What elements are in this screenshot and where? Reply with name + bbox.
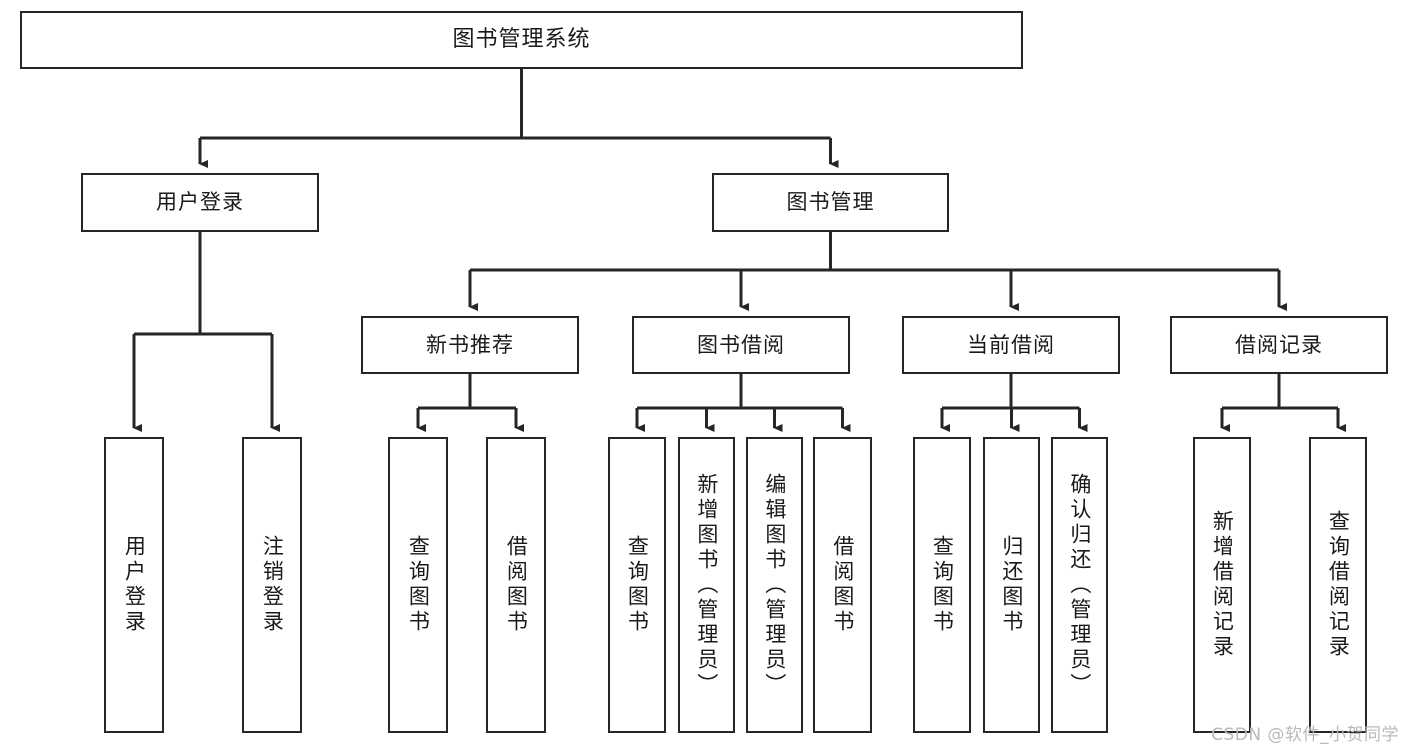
node-borrow-record[interactable]: 借阅记录 <box>1170 316 1388 374</box>
node-leaf-return-book[interactable]: 归还图书 <box>983 437 1040 733</box>
node-leaf-confirm-return-admin[interactable]: 确认归还（管理员） <box>1051 437 1108 733</box>
node-label: 当前借阅 <box>967 332 1055 357</box>
node-label: 新增借阅记录 <box>1210 510 1235 660</box>
node-book-manage[interactable]: 图书管理 <box>712 173 949 232</box>
node-label: 查询图书 <box>625 535 650 635</box>
node-new-book-recommend[interactable]: 新书推荐 <box>361 316 579 374</box>
node-leaf-logout[interactable]: 注销登录 <box>242 437 302 733</box>
node-label: 确认归还（管理员） <box>1067 472 1092 698</box>
node-label: 用户登录 <box>122 535 147 635</box>
node-label: 归还图书 <box>999 535 1024 635</box>
node-label: 借阅图书 <box>830 535 855 635</box>
node-label: 查询图书 <box>930 535 955 635</box>
node-label: 图书管理系统 <box>452 27 591 53</box>
node-label: 新增图书（管理员） <box>694 472 719 698</box>
node-user-login[interactable]: 用户登录 <box>81 173 319 232</box>
node-leaf-add-book-admin[interactable]: 新增图书（管理员） <box>678 437 735 733</box>
node-leaf-query-book-1[interactable]: 查询图书 <box>388 437 448 733</box>
node-leaf-add-borrow-record[interactable]: 新增借阅记录 <box>1193 437 1251 733</box>
node-label: 用户登录 <box>156 190 244 215</box>
node-root[interactable]: 图书管理系统 <box>20 11 1023 69</box>
node-leaf-borrow-book-1[interactable]: 借阅图书 <box>486 437 546 733</box>
node-label: 借阅图书 <box>504 535 529 635</box>
connector-group <box>132 69 1346 432</box>
node-label: 图书借阅 <box>697 332 785 357</box>
node-leaf-user-login[interactable]: 用户登录 <box>104 437 164 733</box>
watermark-text: CSDN @软件_小贺同学 <box>1211 725 1399 745</box>
node-label: 查询图书 <box>406 535 431 635</box>
node-leaf-query-book-3[interactable]: 查询图书 <box>913 437 971 733</box>
node-label: 编辑图书（管理员） <box>762 472 787 698</box>
node-label: 新书推荐 <box>426 332 514 357</box>
node-label: 图书管理 <box>786 190 875 215</box>
node-leaf-query-book-2[interactable]: 查询图书 <box>608 437 666 733</box>
node-label: 查询借阅记录 <box>1326 510 1351 660</box>
node-label: 借阅记录 <box>1235 332 1323 357</box>
node-label: 注销登录 <box>260 535 285 635</box>
node-current-borrow[interactable]: 当前借阅 <box>902 316 1120 374</box>
node-leaf-borrow-book-2[interactable]: 借阅图书 <box>813 437 872 733</box>
node-leaf-query-borrow-record[interactable]: 查询借阅记录 <box>1309 437 1367 733</box>
node-book-borrow[interactable]: 图书借阅 <box>632 316 850 374</box>
node-leaf-edit-book-admin[interactable]: 编辑图书（管理员） <box>746 437 803 733</box>
